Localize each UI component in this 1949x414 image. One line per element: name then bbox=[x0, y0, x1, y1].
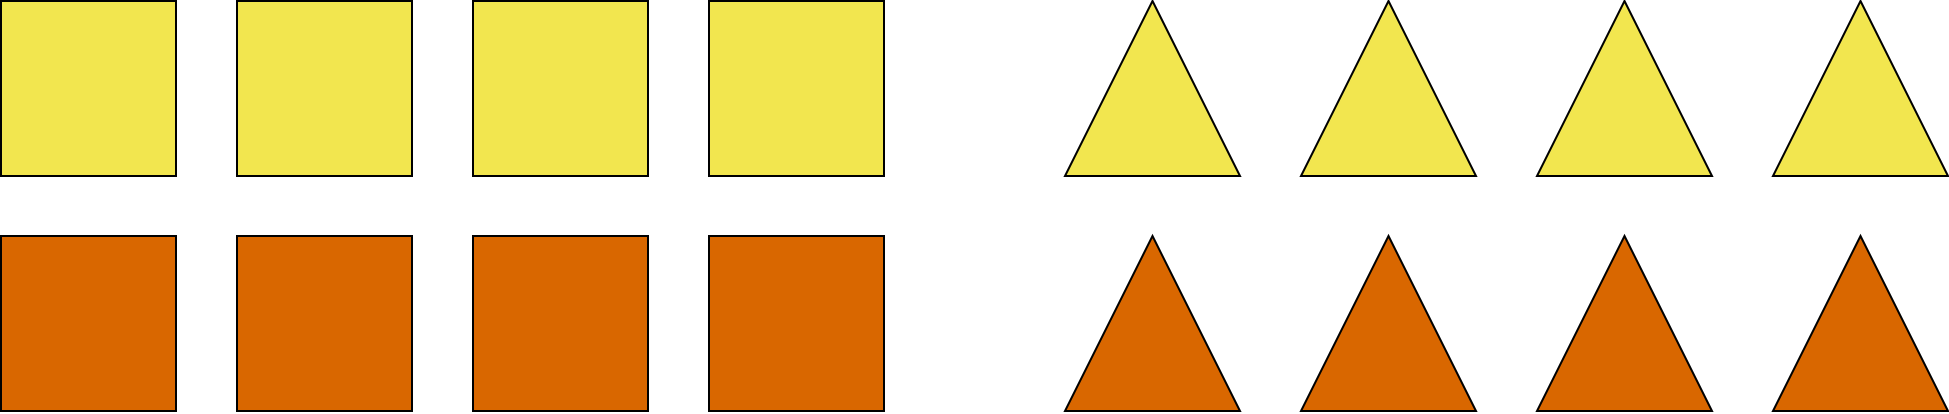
orange-triangle-4 bbox=[1771, 233, 1949, 412]
orange-square-1 bbox=[0, 235, 177, 412]
orange-triangle-3 bbox=[1535, 233, 1714, 412]
yellow-square-4 bbox=[708, 0, 885, 177]
yellow-square-1 bbox=[0, 0, 177, 177]
yellow-square-3 bbox=[472, 0, 649, 177]
orange-triangle-2 bbox=[1299, 233, 1478, 412]
orange-square-2 bbox=[236, 235, 413, 412]
yellow-triangle-4 bbox=[1771, 0, 1949, 177]
orange-triangle-1 bbox=[1063, 233, 1242, 412]
yellow-triangle-1 bbox=[1063, 0, 1242, 177]
yellow-triangle-3 bbox=[1535, 0, 1714, 177]
yellow-square-2 bbox=[236, 0, 413, 177]
squares-group bbox=[0, 0, 885, 412]
orange-square-4 bbox=[708, 235, 885, 412]
yellow-triangle-2 bbox=[1299, 0, 1478, 177]
triangles-group bbox=[1063, 0, 1949, 412]
orange-square-3 bbox=[472, 235, 649, 412]
